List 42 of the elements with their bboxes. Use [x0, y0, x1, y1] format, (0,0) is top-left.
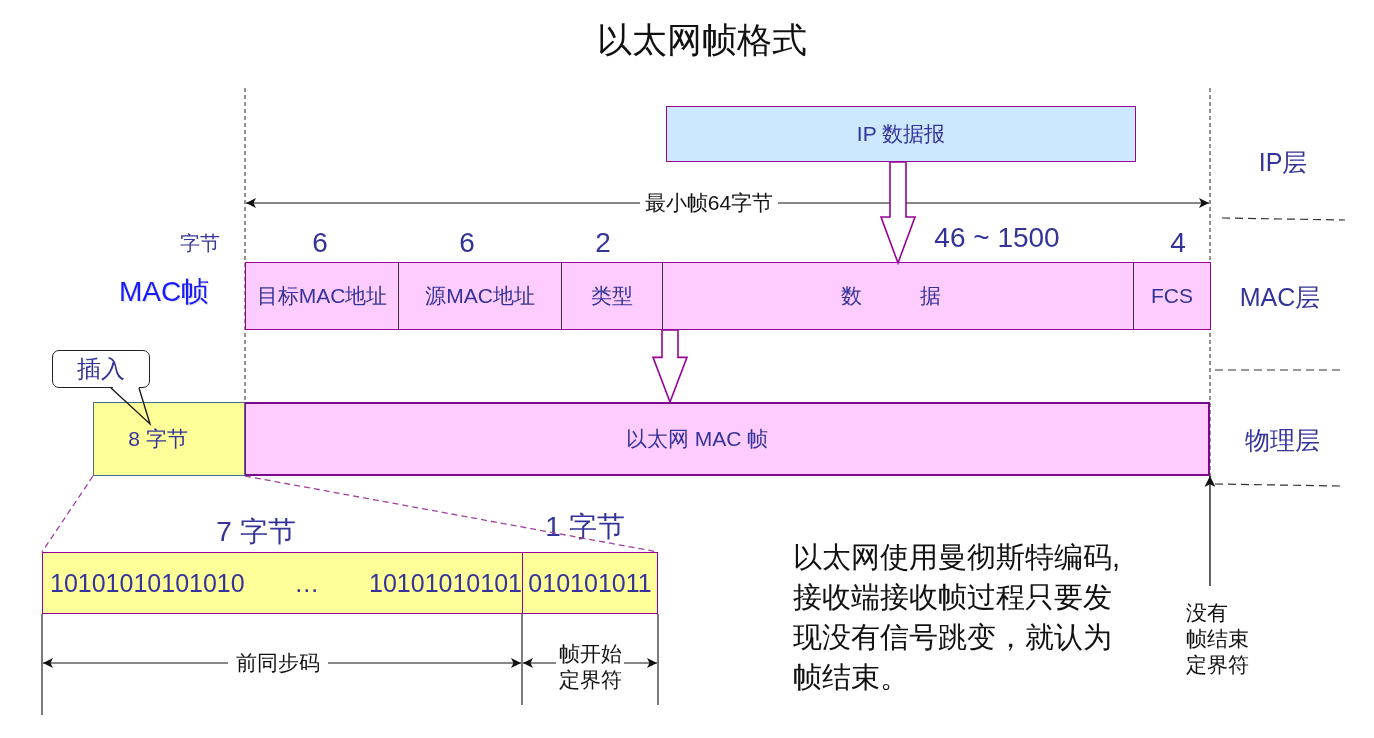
block-label: 以太网 MAC 帧: [625, 426, 769, 452]
preamble-bar: [42, 552, 658, 614]
mac-frame-bar: [245, 262, 1211, 330]
layer-label: 物理层: [1244, 425, 1320, 455]
dimension-label: 最小帧64字节: [644, 190, 774, 216]
callout-text: 插入: [77, 354, 125, 384]
block-arrow: [879, 161, 917, 266]
byte-count: 2: [595, 227, 611, 259]
block-arrow: [651, 329, 689, 405]
annotation-text: 没有帧结束定界符: [1186, 600, 1249, 678]
layer-label: MAC层: [1239, 282, 1321, 312]
byte-count: 7 字节: [216, 516, 296, 548]
byte-count: 6: [459, 227, 475, 259]
dimension-label: 前同步码: [236, 650, 320, 676]
bit-pattern: 10101010101: [369, 568, 522, 598]
callout-pointer: [110, 387, 152, 427]
mac-frame-block: [245, 402, 1210, 476]
field-label: FCS: [1151, 283, 1193, 309]
field-label: 数 据: [841, 283, 941, 309]
block-label: 8 字节: [128, 426, 188, 452]
speech-bubble: [52, 350, 150, 388]
byte-count: 4: [1170, 227, 1186, 259]
field-label: 源MAC地址: [425, 283, 535, 309]
dimension-label: 帧开始定界符: [558, 641, 622, 693]
row-label: MAC帧: [118, 275, 210, 309]
ellipsis: …: [294, 568, 320, 598]
byte-count: 1 字节: [545, 511, 625, 543]
leader-arrow: [1204, 475, 1216, 587]
note-text: 以太网使用曼彻斯特编码,接收端接收帧过程只要发现没有信号跳变，就认为帧结束。: [793, 540, 1122, 695]
layer-label: IP层: [1258, 147, 1308, 177]
preamble-block: [93, 402, 245, 476]
datagram-block: [666, 106, 1136, 162]
byte-count: 6: [312, 227, 328, 259]
zoom-line: [41, 475, 94, 553]
unit-label: 字节: [180, 231, 220, 255]
bit-pattern: 10101010101010: [50, 568, 245, 598]
byte-count: 46 ~ 1500: [934, 222, 1060, 254]
bit-pattern: 010101011: [528, 568, 652, 598]
block-label: IP 数据报: [856, 121, 946, 147]
diagram-title: 以太网帧格式: [597, 19, 807, 61]
field-label: 目标MAC地址: [256, 283, 388, 309]
field-label: 类型: [591, 283, 633, 309]
